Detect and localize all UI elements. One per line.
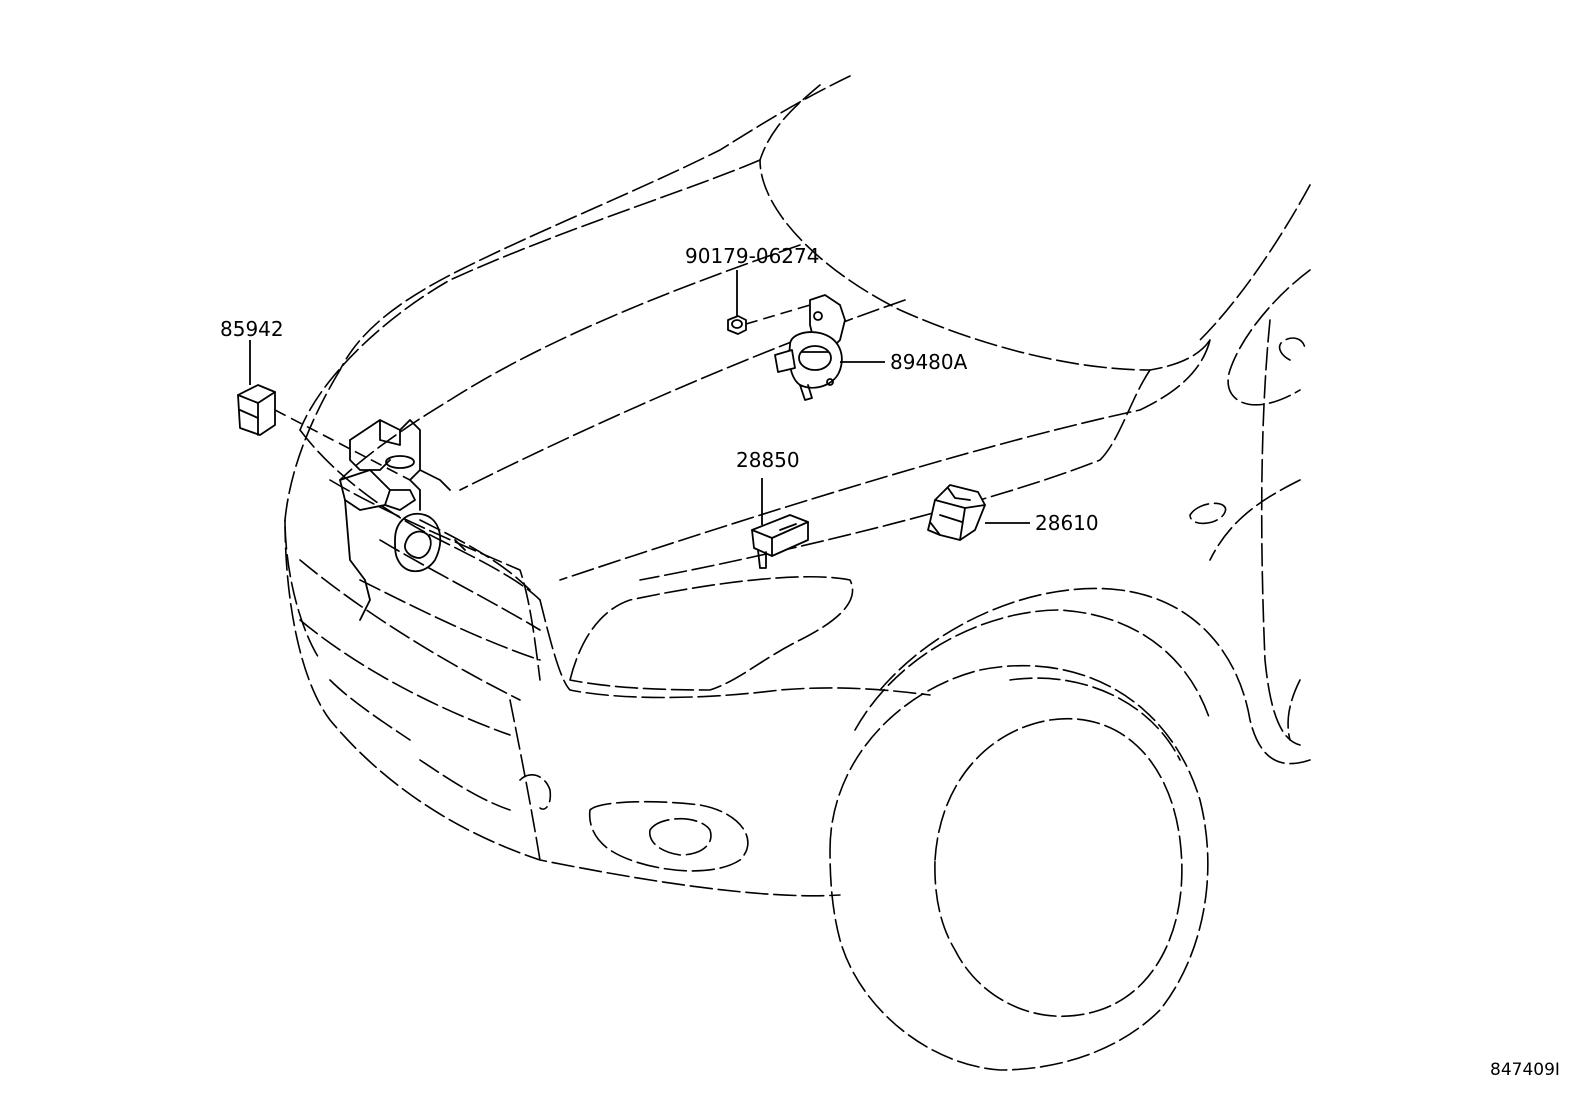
part-28610 — [927, 484, 1030, 541]
part-85942 — [237, 340, 411, 481]
label-90179-06274: 90179-06274 — [685, 244, 819, 268]
front-structure — [339, 419, 466, 621]
label-89480a: 89480A — [890, 350, 968, 374]
label-28610: 28610 — [1035, 511, 1099, 535]
part-89480a — [774, 294, 885, 401]
label-85942: 85942 — [220, 317, 284, 341]
vehicle-outline — [284, 75, 1311, 1071]
label-28850: 28850 — [736, 448, 800, 472]
part-28850 — [751, 478, 809, 569]
part-90179-06274 — [727, 270, 811, 335]
diagram-reference-code: 847409I — [1490, 1060, 1560, 1080]
